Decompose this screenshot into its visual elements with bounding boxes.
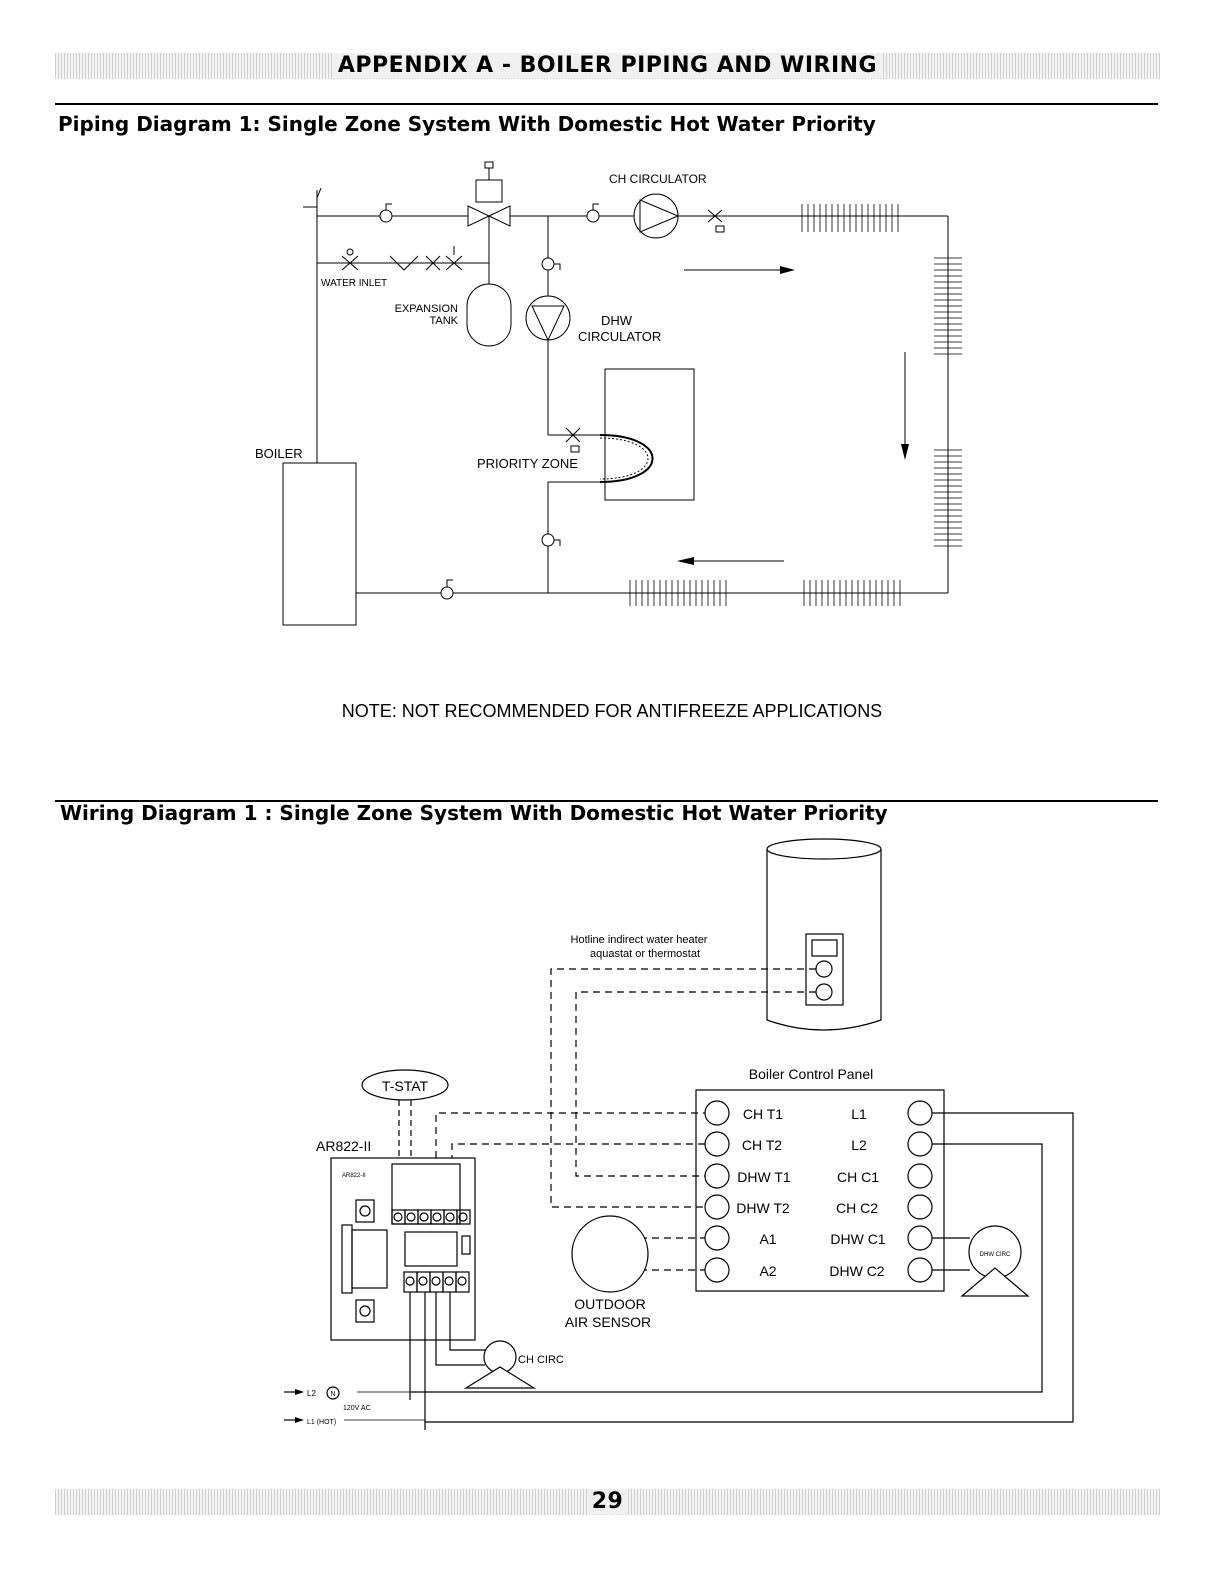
terminal-ch-t1: CH T1 bbox=[743, 1106, 783, 1122]
boiler-label: BOILER bbox=[255, 446, 303, 461]
terminal-a2: A2 bbox=[759, 1263, 776, 1279]
terminal-dhw-t1: DHW T1 bbox=[737, 1169, 791, 1185]
antifreeze-note: NOTE: NOT RECOMMENDED FOR ANTIFREEZE APP… bbox=[341, 701, 883, 721]
appendix-title: APPENDIX A - BOILER PIPING AND WIRING bbox=[333, 53, 882, 78]
tstat-label: T-STAT bbox=[382, 1078, 429, 1094]
water-inlet-label: WATER INLET bbox=[321, 278, 387, 289]
dhw-circulator-label-1: DHW bbox=[601, 313, 633, 328]
expansion-tank-label-1: EXPANSION bbox=[395, 303, 458, 315]
wiring-diagram-title: Wiring Diagram 1 : Single Zone System Wi… bbox=[60, 801, 888, 825]
water-heater-label-1: Hotline indirect water heater bbox=[571, 934, 708, 946]
outdoor-sensor-label-2: AIR SENSOR bbox=[565, 1314, 651, 1330]
relay-label: AR822-II bbox=[316, 1138, 371, 1154]
terminal-dhw-c1: DHW C1 bbox=[830, 1231, 885, 1247]
terminal-l2: L2 bbox=[851, 1137, 867, 1153]
dhw-circ-label: DHW CIRC bbox=[980, 1252, 1011, 1258]
terminal-dhw-c2: DHW C2 bbox=[829, 1263, 884, 1279]
ch-circulator-label: CH CIRCULATOR bbox=[609, 172, 707, 186]
expansion-tank-label-2: TANK bbox=[429, 315, 458, 327]
outdoor-sensor-label-1: OUTDOOR bbox=[574, 1296, 646, 1312]
terminal-l1: L1 bbox=[851, 1106, 867, 1122]
page-number: 29 bbox=[587, 1489, 628, 1514]
supply-l1-label: L1 (HOT) bbox=[307, 1419, 336, 1426]
boiler-control-panel bbox=[695, 1089, 945, 1292]
piping-diagram-title: Piping Diagram 1: Single Zone System Wit… bbox=[58, 112, 876, 136]
outdoor-sensor-shape bbox=[571, 1215, 649, 1293]
supply-l2-label: L2 bbox=[307, 1389, 316, 1398]
panel-title: Boiler Control Panel bbox=[749, 1066, 874, 1082]
water-heater-label-2: aquastat or thermostat bbox=[590, 948, 700, 960]
expansion-tank-shape bbox=[466, 283, 512, 347]
relay-inner-label: AR822-II bbox=[342, 1173, 366, 1179]
terminal-ch-c2: CH C2 bbox=[836, 1200, 878, 1216]
header-banner: APPENDIX A - BOILER PIPING AND WIRING bbox=[55, 53, 1160, 79]
supply-neutral-label: N bbox=[330, 1391, 335, 1398]
terminal-ch-t2: CH T2 bbox=[742, 1137, 782, 1153]
footer-banner: 29 bbox=[55, 1489, 1160, 1515]
dhw-circulator-label-2: CIRCULATOR bbox=[578, 329, 661, 344]
terminal-ch-c1: CH C1 bbox=[837, 1169, 879, 1185]
section-rule-top bbox=[55, 103, 1158, 105]
section-rule-middle bbox=[55, 800, 1158, 802]
relay-board bbox=[330, 1157, 476, 1341]
terminal-a1: A1 bbox=[759, 1231, 776, 1247]
ch-circ-label: CH CIRC bbox=[518, 1354, 564, 1366]
tstat-shape bbox=[361, 1069, 449, 1101]
terminal-dhw-t2: DHW T2 bbox=[736, 1200, 790, 1216]
supply-voltage-label: 120V AC bbox=[343, 1405, 371, 1412]
boiler-shape bbox=[282, 462, 357, 626]
priority-zone-label: PRIORITY ZONE bbox=[477, 456, 578, 471]
